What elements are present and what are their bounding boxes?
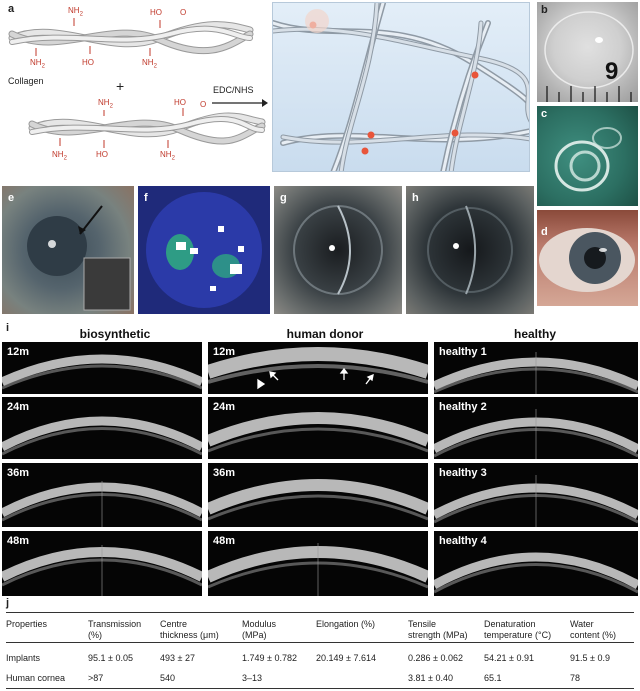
panel-f-image: f xyxy=(138,186,270,314)
panel-label-a: a xyxy=(8,3,15,15)
table-header-cell: Elongation (%) xyxy=(316,619,376,629)
oct-time-label: 48m xyxy=(7,535,30,547)
collagen-fibers-diagram xyxy=(8,18,266,148)
carboxyl-group-label: HO xyxy=(82,58,94,67)
oct-scan-healthy-1: healthy 1 xyxy=(434,342,638,394)
chemical-group-bonds xyxy=(35,18,184,148)
table-bottom-rule xyxy=(6,688,634,689)
oct-scan-healthy-2: healthy 2 xyxy=(434,397,638,459)
oct-time-label: 12m xyxy=(213,346,236,358)
amine-group-label: NH2 xyxy=(98,98,113,110)
panel-label-d: d xyxy=(541,226,548,238)
oct-time-label: healthy 4 xyxy=(439,535,487,547)
oct-time-label: 24m xyxy=(7,401,30,413)
table-cell: 78 xyxy=(570,673,581,683)
oct-scan-biosynthetic-36m: 36m xyxy=(2,463,202,527)
oct-time-label: 48m xyxy=(213,535,236,547)
oct-scan-biosynthetic-24m: 24m xyxy=(2,397,202,459)
panel-label-c: c xyxy=(541,108,548,120)
panel-h-image: h xyxy=(406,186,534,314)
ruler-number: 9 xyxy=(605,58,619,85)
oct-time-label: healthy 1 xyxy=(439,346,487,358)
panel-c-image: c xyxy=(537,106,638,206)
column-header-human-donor: human donor xyxy=(286,327,364,341)
amine-group-label: NH2 xyxy=(142,58,157,70)
crosslinked-network-image xyxy=(272,2,530,172)
panel-label-h: h xyxy=(412,192,419,204)
table-header-rule xyxy=(6,642,634,643)
panel-a: a NH xyxy=(0,0,270,180)
amine-group-label: NH2 xyxy=(30,58,45,70)
carbonyl-oxygen-label: O xyxy=(180,8,187,17)
table-cell: Human cornea xyxy=(6,673,66,683)
oct-time-label: healthy 2 xyxy=(439,401,487,413)
amine-group-label: NH2 xyxy=(68,6,83,18)
column-header-biosynthetic: biosynthetic xyxy=(79,327,151,341)
carboxyl-group-label: HO xyxy=(174,98,186,107)
carboxyl-group-label: HO xyxy=(150,8,162,17)
oct-scan-donor-48m: 48m xyxy=(208,531,428,596)
table-cell: 540 xyxy=(160,673,176,683)
table-cell: >87 xyxy=(88,673,104,683)
oct-time-label: healthy 3 xyxy=(439,467,487,479)
oct-scan-healthy-3: healthy 3 xyxy=(434,463,638,527)
collagen-label: Collagen xyxy=(8,76,44,86)
reaction-label: EDC/NHS xyxy=(213,85,254,95)
oct-scan-healthy-4: healthy 4 xyxy=(434,531,638,596)
oct-time-label: 12m xyxy=(7,346,30,358)
table-top-rule xyxy=(6,612,634,613)
carbonyl-oxygen-label: O xyxy=(200,100,207,109)
table-cell: 91.5 ± 0.9 xyxy=(570,653,610,663)
table-header-cell: Transmission(%) xyxy=(88,619,142,640)
plus-sign: + xyxy=(116,78,125,94)
panel-g-image: g xyxy=(274,186,402,314)
amine-group-label: NH2 xyxy=(52,150,67,162)
collagen-fiber-bottom xyxy=(28,112,266,145)
table-cell: 54.21 ± 0.91 xyxy=(484,653,534,663)
oct-scan-donor-36m: 36m xyxy=(208,463,428,527)
panel-label-g: g xyxy=(280,192,287,204)
panel-label-e: e xyxy=(8,192,15,204)
table-header-cell: Properties xyxy=(6,619,48,629)
panel-label-b: b xyxy=(541,4,548,16)
oct-scan-donor-24m: 24m xyxy=(208,397,428,459)
panel-label-i: i xyxy=(6,322,10,334)
table-cell: 3.81 ± 0.40 xyxy=(408,673,453,683)
table-cell: 493 ± 27 xyxy=(160,653,195,663)
table-cell: 1.749 ± 0.782 xyxy=(242,653,297,663)
panel-label-j: j xyxy=(6,597,10,609)
oct-scan-biosynthetic-12m: 12m xyxy=(2,342,202,394)
table-cell: 3–13 xyxy=(242,673,263,683)
panel-label-f: f xyxy=(144,192,148,204)
table-cell: 20.149 ± 7.614 xyxy=(316,653,376,663)
oct-time-label: 36m xyxy=(7,467,30,479)
table-header-cell: Modulus(MPa) xyxy=(242,619,277,640)
collagen-fiber-top xyxy=(8,21,254,55)
table-cell: 0.286 ± 0.062 xyxy=(408,653,463,663)
panel-b-image: 9 b xyxy=(537,2,638,102)
oct-time-label: 24m xyxy=(213,401,236,413)
table-cell: 65.1 xyxy=(484,673,502,683)
panel-d-image: d xyxy=(537,210,638,306)
amine-group-label: NH2 xyxy=(160,150,175,162)
reaction-arrow xyxy=(212,99,268,107)
column-header-healthy: healthy xyxy=(513,327,556,341)
oct-scan-biosynthetic-48m: 48m xyxy=(2,531,202,596)
panel-e-image: e xyxy=(2,186,134,314)
oct-time-label: 36m xyxy=(213,467,236,479)
carboxyl-group-label: HO xyxy=(96,150,108,159)
oct-scan-donor-12m: 12m xyxy=(208,342,428,394)
table-cell: Implants xyxy=(6,653,41,663)
table-cell: 95.1 ± 0.05 xyxy=(88,653,133,663)
